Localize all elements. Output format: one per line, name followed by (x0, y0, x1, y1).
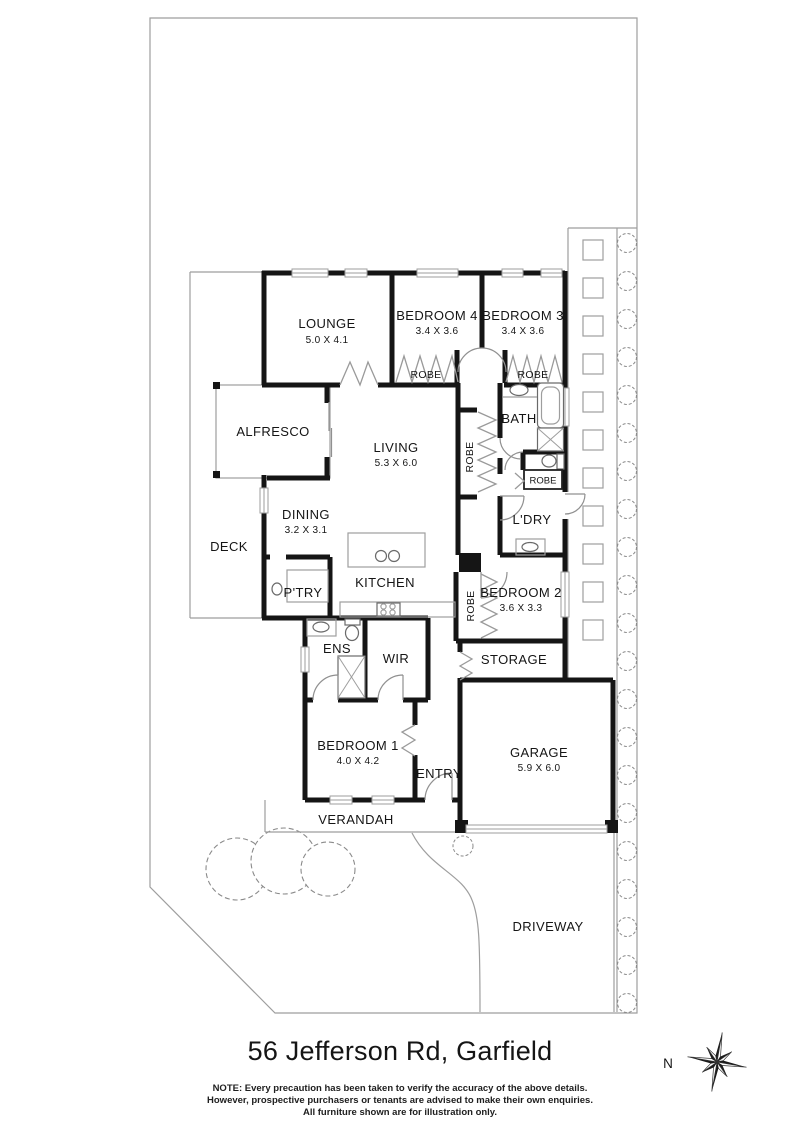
stepping-stones (582, 239, 604, 641)
wardrobe-doors (339, 353, 563, 757)
room-label-living: LIVING (373, 440, 418, 455)
laundry-door-gap (559, 492, 571, 519)
room-label-dining: DINING (282, 507, 330, 522)
driveway-path (411, 832, 615, 1013)
room-dims-living: 5.3 X 6.0 (375, 458, 418, 469)
wc-toilet (541, 453, 565, 470)
compass-rose-icon (687, 1032, 747, 1092)
plan-title: 56 Jefferson Rd, Garfield (248, 1036, 553, 1066)
storage-door (458, 651, 474, 681)
footer: 56 Jefferson Rd, Garfield NOTE: Every pr… (207, 1036, 593, 1118)
sliding-door (328, 402, 333, 457)
bathtub (536, 382, 565, 429)
ensuite-shower (337, 655, 366, 699)
compass-north-label: N (663, 1056, 673, 1071)
deck-outline (189, 271, 263, 619)
room-label-laundry: L'DRY (513, 512, 552, 527)
garage-door (465, 824, 608, 834)
laundry-trough (515, 538, 546, 556)
ensuite-vanity-basin (306, 618, 337, 637)
lounge-bifold-door (339, 360, 379, 387)
room-label-bedroom1: BEDROOM 1 (317, 738, 399, 753)
robe-box (523, 469, 563, 490)
room-dims-bedroom4: 3.4 X 3.6 (416, 326, 459, 337)
bedroom3-robe-doors (505, 353, 563, 385)
robe-label-bedroom2: ROBE (465, 591, 477, 622)
room-label-ensuite: ENS (323, 641, 351, 656)
kitchen-island (347, 532, 426, 568)
room-label-kitchen: KITCHEN (355, 575, 415, 590)
robe-box-door (514, 472, 525, 490)
room-labels: LOUNGE 5.0 X 4.1 BEDROOM 4 3.4 X 3.6 BED… (210, 308, 583, 934)
room-label-bedroom4: BEDROOM 4 (396, 308, 478, 323)
room-label-lounge: LOUNGE (298, 316, 355, 331)
verandah-outline (264, 800, 460, 833)
room-label-deck: DECK (210, 539, 248, 554)
pantry-shelves (271, 569, 329, 603)
bedroom4-robe-doors (395, 353, 459, 385)
room-label-bedroom2: BEDROOM 2 (480, 585, 562, 600)
bath-shower (536, 427, 565, 452)
cooktop (376, 602, 401, 617)
room-label-bath: BATH (501, 411, 536, 426)
hall-robe-doors (476, 411, 498, 493)
robe-label-bedroom3: ROBE (518, 369, 549, 381)
room-label-storage: STORAGE (481, 652, 547, 667)
robe-label-hall: ROBE (464, 442, 476, 473)
room-label-garage: GARAGE (510, 745, 568, 760)
garden-bushes (452, 233, 637, 1013)
room-dims-bedroom3: 3.4 X 3.6 (502, 326, 545, 337)
bedroom2-robe-doors (479, 573, 499, 639)
room-dims-garage: 5.9 X 6.0 (518, 763, 561, 774)
garage-door-post (455, 820, 468, 833)
disclaimer-line-2: However, prospective purchasers or tenan… (207, 1095, 593, 1106)
garage-door-post (605, 820, 618, 833)
room-dims-dining: 3.2 X 3.1 (285, 525, 328, 536)
room-label-verandah: VERANDAH (318, 812, 393, 827)
room-label-driveway: DRIVEWAY (512, 919, 583, 934)
compass: N (663, 1032, 747, 1092)
bedroom1-door (400, 724, 417, 757)
room-dims-bedroom1: 4.0 X 4.2 (337, 756, 380, 767)
robe-label-laundry: ROBE (530, 476, 557, 487)
disclaimer-line-3: All furniture shown are for illustration… (303, 1107, 497, 1118)
room-label-wir: WIR (383, 651, 409, 666)
room-label-bedroom3: BEDROOM 3 (482, 308, 564, 323)
room-dims-lounge: 5.0 X 4.1 (306, 335, 349, 346)
bath-vanity-basin (503, 383, 537, 398)
disclaimer-line-1: NOTE: Every precaution has been taken to… (213, 1083, 588, 1094)
doors (312, 347, 586, 801)
room-dims-bedroom2: 3.6 X 3.3 (500, 603, 543, 614)
room-label-pantry: P'TRY (284, 585, 323, 600)
kitchen-bench (339, 601, 456, 618)
wall-block (459, 553, 481, 572)
windows (259, 268, 571, 805)
ensuite-toilet (344, 618, 361, 642)
garden-trees (205, 827, 356, 901)
property-boundary (149, 17, 638, 1014)
robe-label-bedroom4: ROBE (411, 369, 442, 381)
fixtures (271, 382, 565, 699)
room-label-alfresco: ALFRESCO (236, 424, 309, 439)
room-label-entry: ENTRY (416, 766, 462, 781)
